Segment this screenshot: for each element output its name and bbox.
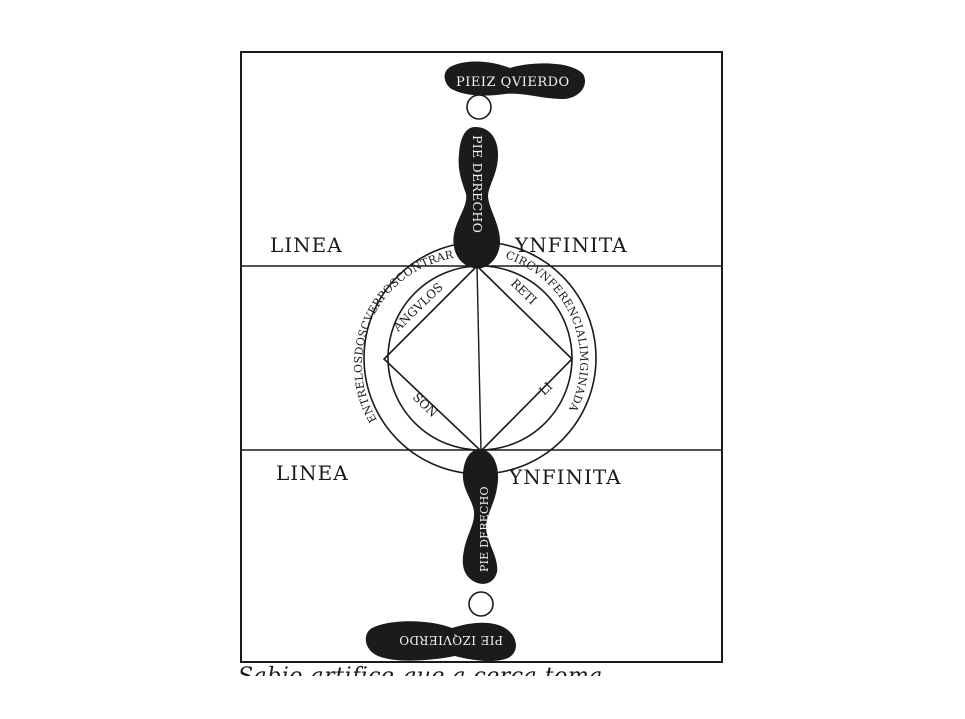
square-label-son: SON: [410, 390, 440, 420]
frame-border: [240, 51, 723, 663]
square-diagonal: [476, 265, 482, 452]
lower-right-foot-label: PIE DERECHO: [478, 486, 491, 572]
square-label-reti: RETI: [508, 276, 540, 307]
bottom-small-circle: [468, 591, 494, 617]
upper-right-foot: PIE DERECHO: [453, 126, 501, 269]
lower-line-label-left: LINEA: [276, 461, 349, 485]
bottom-foot-label: PIE IZQVIERDO: [399, 633, 503, 647]
bottom-left-foot: PIE IZQVIERDO: [365, 621, 516, 662]
lower-right-foot: PIE DERECHO: [462, 449, 499, 584]
top-left-foot: PIEIZ QVIERDO: [444, 61, 586, 100]
cropped-text-line: Sabio artifice que a cerca toma: [230, 664, 750, 719]
top-foot-label: PIEIZ QVIERDO: [456, 75, 570, 90]
upper-line-label-right: YNFINITA: [514, 233, 628, 257]
upper-line-label-left: LINEA: [270, 233, 343, 257]
lower-line-label-right: YNFINITA: [508, 465, 622, 489]
top-small-circle: [466, 94, 492, 120]
upper-right-foot-label: PIE DERECHO: [470, 135, 485, 233]
square-label-li: LI: [536, 379, 555, 398]
